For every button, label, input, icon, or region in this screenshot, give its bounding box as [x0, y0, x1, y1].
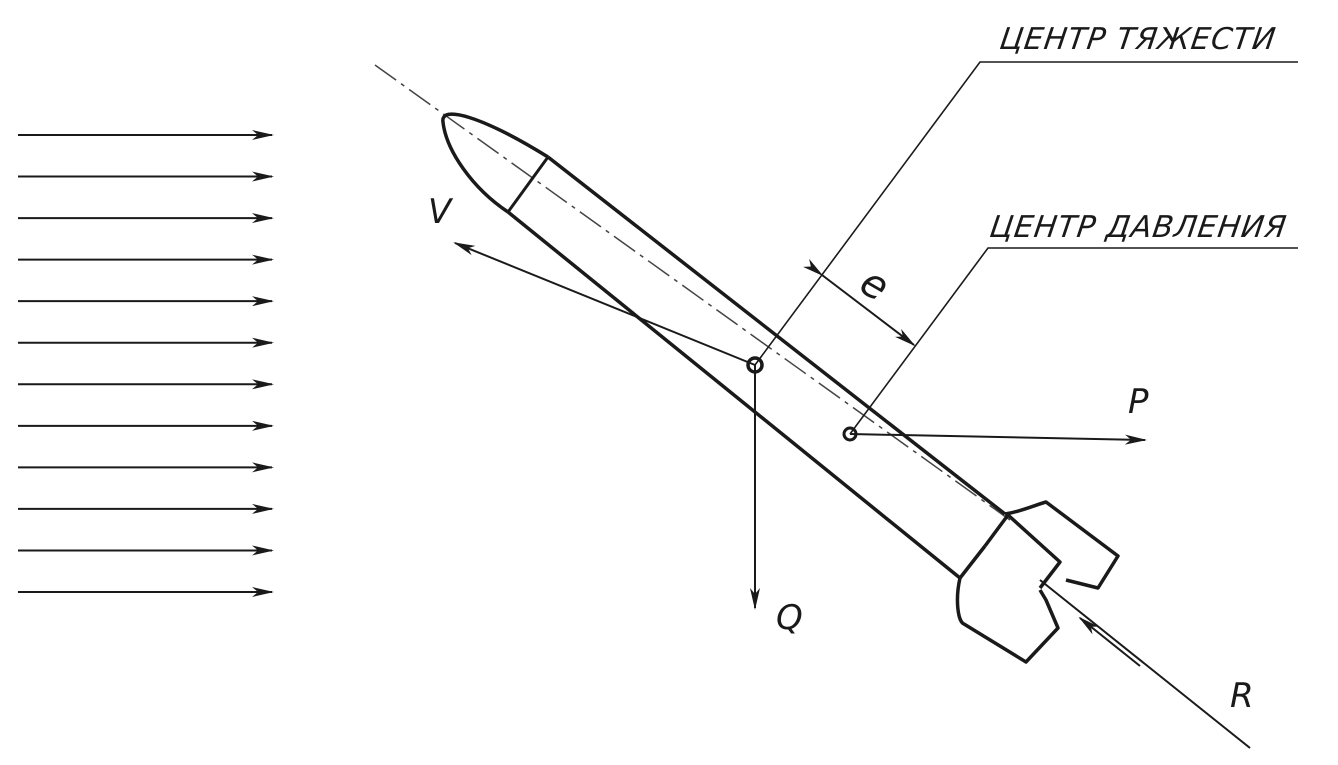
force-p-vector: [849, 433, 1147, 445]
cp-leader-line: [849, 247, 1298, 435]
rocket-axis: [374, 64, 1011, 521]
label-force-r: R: [1230, 676, 1255, 716]
center-of-gravity-point: [746, 356, 764, 374]
label-center-of-pressure: ЦЕНТР ДАВЛЕНИЯ: [987, 210, 1290, 245]
velocity-vector: [453, 242, 756, 366]
airflow-arrows: [18, 130, 274, 597]
force-r-arrow: [1078, 616, 1141, 667]
force-r-line: [1039, 579, 1251, 749]
label-force-p: P: [1128, 382, 1150, 422]
label-center-of-gravity: ЦЕНТР ТЯЖЕСТИ: [997, 22, 1279, 57]
offset-dimension: [803, 258, 916, 347]
label-weight: Q: [776, 598, 804, 638]
center-of-pressure-point: [842, 426, 858, 442]
label-velocity: V: [428, 192, 453, 232]
rocket-body: [441, 112, 1120, 664]
